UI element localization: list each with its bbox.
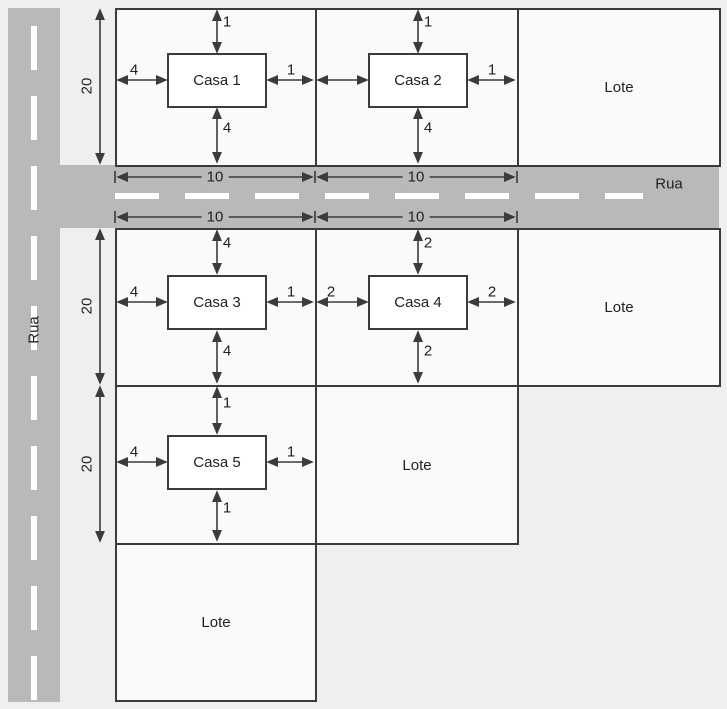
empty-lot-label: Lote — [604, 299, 634, 316]
horizontal-street-label: Rua — [655, 175, 683, 193]
casa-3-setback-right: 1 — [286, 283, 296, 301]
casa-4-setback-left: 2 — [326, 283, 336, 301]
street-center-dashes-horizontal — [115, 193, 643, 199]
lot-width-label-2: 10 — [402, 167, 430, 187]
casa-1-setback-right: 1 — [286, 61, 296, 79]
lot-width-label-3: 10 — [201, 207, 229, 227]
house-label: Casa 3 — [193, 294, 241, 311]
vertical-street — [8, 8, 60, 702]
empty-lot-label: Lote — [201, 614, 231, 631]
casa-5-setback-right: 1 — [286, 443, 296, 461]
house-label: Casa 4 — [394, 294, 442, 311]
house-casa-1: Casa 1 — [167, 53, 267, 108]
lot-depth-label-2: 20 — [78, 297, 96, 315]
casa-2-setback-bottom: 4 — [423, 119, 433, 137]
empty-lot-2: Lote — [517, 228, 721, 387]
empty-lot-1: Lote — [517, 8, 721, 167]
casa-4-setback-bottom: 2 — [423, 342, 433, 360]
house-casa-2: Casa 2 — [368, 53, 468, 108]
casa-5-setback-top: 1 — [222, 394, 232, 412]
casa-2-setback-right: 1 — [487, 61, 497, 79]
casa-4-setback-top: 2 — [423, 234, 433, 252]
empty-lot-4: Lote — [115, 543, 317, 702]
house-label: Casa 5 — [193, 454, 241, 471]
lot-width-label-4: 10 — [402, 207, 430, 227]
casa-3-setback-bottom: 4 — [222, 342, 232, 360]
vertical-street-label: Rua — [25, 316, 43, 344]
house-label: Casa 1 — [193, 72, 241, 89]
casa-1-setback-left: 4 — [129, 61, 139, 79]
empty-lot-label: Lote — [604, 79, 634, 96]
house-casa-4: Casa 4 — [368, 275, 468, 330]
casa-3-setback-top: 4 — [222, 234, 232, 252]
lot-width-label-1: 10 — [201, 167, 229, 187]
street-center-dashes-vertical — [31, 26, 37, 702]
house-casa-3: Casa 3 — [167, 275, 267, 330]
house-label: Casa 2 — [394, 72, 442, 89]
lot-depth-label-3: 20 — [78, 455, 96, 473]
casa-5-setback-bottom: 1 — [222, 499, 232, 517]
empty-lot-label: Lote — [402, 456, 432, 474]
casa-5-setback-left: 4 — [129, 443, 139, 461]
casa-1-setback-bottom: 4 — [222, 119, 232, 137]
lot-depth-label-1: 20 — [78, 77, 96, 95]
casa-4-setback-right: 2 — [487, 283, 497, 301]
casa-3-setback-left: 4 — [129, 283, 139, 301]
empty-lot-3: Lote — [315, 385, 519, 545]
casa-2-setback-top: 1 — [423, 13, 433, 31]
house-casa-5: Casa 5 — [167, 435, 267, 490]
horizontal-street — [8, 165, 719, 228]
casa-1-setback-top: 1 — [222, 13, 232, 31]
